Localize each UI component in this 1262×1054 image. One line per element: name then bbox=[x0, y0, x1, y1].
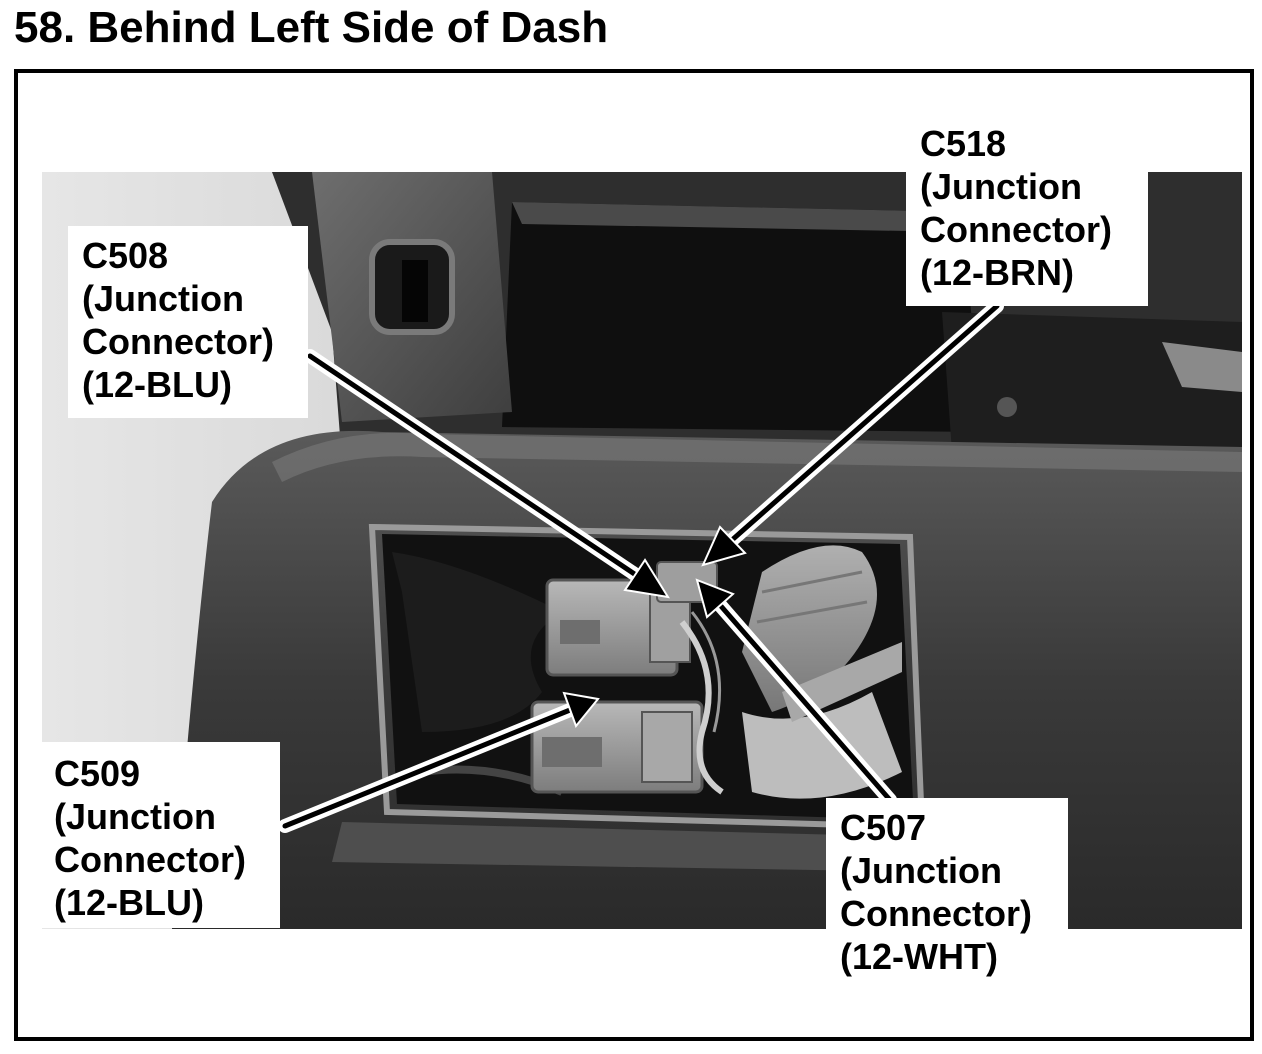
callout-c507: C507 (Junction Connector) (12-WHT) bbox=[826, 798, 1068, 986]
callout-c509-type2: Connector) bbox=[54, 839, 246, 880]
callout-c518-type: (Junction bbox=[920, 166, 1082, 207]
callout-c507-type: (Junction bbox=[840, 850, 1002, 891]
callout-c509-id: C509 bbox=[54, 753, 141, 794]
callout-c509-spec: (12-BLU) bbox=[54, 882, 204, 923]
callout-c518: C518 (Junction Connector) (12-BRN) bbox=[906, 116, 1148, 306]
callout-c508-type: (Junction bbox=[82, 278, 244, 319]
callout-c508: C508 (Junction Connector) (12-BLU) bbox=[68, 226, 308, 418]
callout-c507-id: C507 bbox=[840, 807, 927, 848]
page-title: 58. Behind Left Side of Dash bbox=[14, 3, 609, 52]
callout-c508-spec: (12-BLU) bbox=[82, 364, 232, 405]
connector-small bbox=[656, 561, 718, 603]
callout-c518-spec: (12-BRN) bbox=[920, 252, 1075, 293]
callout-c508-id: C508 bbox=[82, 235, 169, 276]
cloth-wrap bbox=[392, 552, 562, 732]
callout-c507-spec: (12-WHT) bbox=[840, 936, 998, 977]
callout-c518-type2: Connector) bbox=[920, 209, 1112, 250]
callout-c518-id: C518 bbox=[920, 123, 1007, 164]
callout-c507-type2: Connector) bbox=[840, 893, 1032, 934]
callout-c509: C509 (Junction Connector) (12-BLU) bbox=[42, 742, 280, 928]
callout-c509-type: (Junction bbox=[54, 796, 216, 837]
callout-c508-type2: Connector) bbox=[82, 321, 274, 362]
